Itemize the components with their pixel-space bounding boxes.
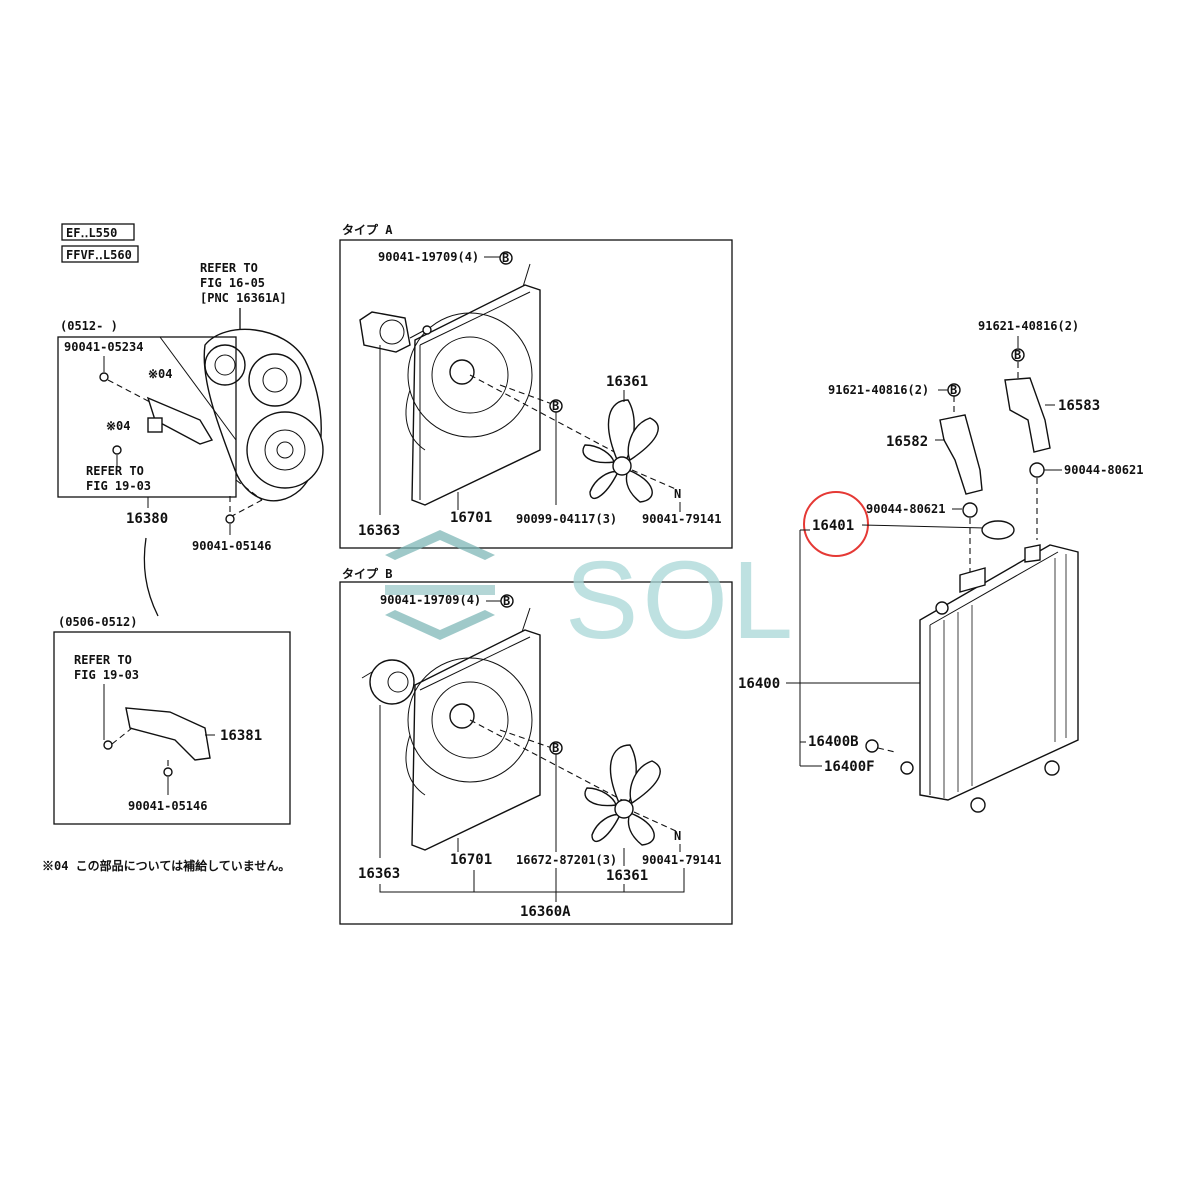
radiator-cap-icon <box>981 520 1015 540</box>
radiator-bolt-left-label: 91621-40816(2) <box>828 383 929 397</box>
crank-pulley-icon <box>246 411 324 489</box>
type-b-bolt-label: 90041-19709(4) <box>380 593 481 607</box>
svg-text:B: B <box>552 399 559 413</box>
type-a-motor-label: 16363 <box>358 523 400 539</box>
radiator-bracket-left-label: 16582 <box>886 434 928 450</box>
inset-top-refer-1: REFER TO <box>86 464 144 478</box>
fan-motor-icon <box>359 311 411 353</box>
inset-bottom-bolt-label: 90041-05146 <box>128 799 207 813</box>
bolt-icon <box>163 767 173 777</box>
svg-text:B: B <box>552 741 559 755</box>
bracket-16380-labels: 16380 90041-05146 <box>126 496 271 617</box>
inset-bottom-refer-2: FIG 19-03 <box>74 668 139 682</box>
drain-plug-icon <box>865 739 879 753</box>
type-b-assembly-label: 16360A <box>520 904 571 920</box>
bolt-icon <box>99 372 109 382</box>
type-b-title: タイプ B <box>342 566 392 581</box>
shroud-icon <box>411 629 541 851</box>
radiator-cap-label: 16401 <box>812 518 854 534</box>
callout-b-icon <box>500 594 514 608</box>
cap-highlight-circle <box>803 491 869 557</box>
inset-top-period: (0512- ) <box>60 319 118 333</box>
bolt-icon <box>225 514 235 524</box>
type-b-nut-label: 90041-79141 <box>642 853 721 867</box>
inset-top-bolt-label: 90041-05234 <box>64 340 143 354</box>
inset-top-n04-b: ※04 <box>106 419 131 433</box>
belt-pulley-drawing: REFER TO FIG 16-05 [PNC 16361A] <box>200 261 324 517</box>
fan-blade-icon <box>582 399 659 503</box>
footnote: ※04 この部品については補給していません。 <box>42 858 290 873</box>
radiator-drain-a-label: 16400B <box>808 734 859 750</box>
grommet-icon <box>962 502 978 518</box>
bracket-16583-icon <box>1004 377 1051 453</box>
type-b-section: タイプ B 90041-19709(4) B 16363 16701 B 166… <box>339 566 733 925</box>
radiator-bolt-top-label: 91621-40816(2) <box>978 319 1079 333</box>
radiator-nut-left-label: 90044-80621 <box>866 502 945 516</box>
callout-b-icon <box>499 251 513 265</box>
callout-n-b: N <box>674 829 681 843</box>
logo-mark-icon <box>385 530 495 560</box>
radiator-bracket-right-label: 16583 <box>1058 398 1100 414</box>
watermark-text: SOL <box>565 539 797 662</box>
type-b-fan-label: 16361 <box>606 868 648 884</box>
bracket-icon <box>146 396 214 445</box>
type-b-motor-label: 16363 <box>358 866 400 882</box>
belt-refer-2: FIG 16-05 <box>200 276 265 290</box>
callout-b-icon <box>1011 348 1025 362</box>
inset-top-n04-a: ※04 <box>148 367 173 381</box>
alternator-pulley-icon <box>248 353 302 407</box>
cushion-icon <box>147 417 163 433</box>
part-16381-label: 16381 <box>220 728 262 744</box>
svg-text:B: B <box>950 383 957 397</box>
svg-text:B: B <box>1014 348 1021 362</box>
idler-pulley-icon <box>204 344 246 386</box>
type-a-bolt-label: 90041-19709(4) <box>378 250 479 264</box>
bracket-16381-icon <box>125 707 211 761</box>
inset-bottom-refer-1: REFER TO <box>74 653 132 667</box>
engine-tag-2: FFVF‥L560 <box>66 248 132 262</box>
radiator-assembly-label: 16400 <box>738 676 780 692</box>
engine-tags: EF‥L550 FFVF‥L560 <box>61 223 139 263</box>
shroud-icon <box>411 284 541 506</box>
radiator-section: 91621-40816(2) B 16583 90044-80621 91621… <box>738 319 1143 813</box>
watermark: SOL <box>385 530 797 662</box>
type-b-shroud-label: 16701 <box>450 852 492 868</box>
type-a-section: タイプ A 90041-19709(4) B 16363 16701 B 900… <box>339 222 733 549</box>
part-90041-05146-label: 90041-05146 <box>192 539 271 553</box>
type-a-shroud-label: 16701 <box>450 510 492 526</box>
type-a-nut-label: 90041-79141 <box>642 512 721 526</box>
type-a-fan-label: 16361 <box>606 374 648 390</box>
inset-bottom: (0506-0512) REFER TO FIG 19-03 16381 900… <box>53 615 291 825</box>
type-a-screw-label: 90099-04117(3) <box>516 512 617 526</box>
bracket-16582-icon <box>939 414 983 495</box>
svg-text:B: B <box>503 594 510 608</box>
fan-blade-icon <box>584 744 661 846</box>
part-16380-label: 16380 <box>126 511 168 527</box>
radiator-drain-b-label: 16400F <box>824 759 875 775</box>
drain-plug-icon <box>900 761 914 775</box>
type-a-title: タイプ A <box>342 222 393 237</box>
belt-refer-1: REFER TO <box>200 261 258 275</box>
radiator-nut-right-label: 90044-80621 <box>1064 463 1143 477</box>
belt-refer-3: [PNC 16361A] <box>200 291 287 305</box>
type-b-screw-label: 16672-87201(3) <box>516 853 617 867</box>
engine-tag-1: EF‥L550 <box>66 226 117 240</box>
fan-motor-icon <box>369 659 415 705</box>
bolt-icon <box>112 445 122 455</box>
grommet-icon <box>1029 462 1045 478</box>
callout-n-a: N <box>674 487 681 501</box>
inset-bottom-period: (0506-0512) <box>58 615 137 629</box>
svg-text:B: B <box>502 251 509 265</box>
bolt-icon <box>103 740 113 750</box>
inset-top-refer-2: FIG 19-03 <box>86 479 151 493</box>
inset-top: (0512- ) 90041-05234 ※04 ※04 REFER TO FI… <box>57 319 237 498</box>
